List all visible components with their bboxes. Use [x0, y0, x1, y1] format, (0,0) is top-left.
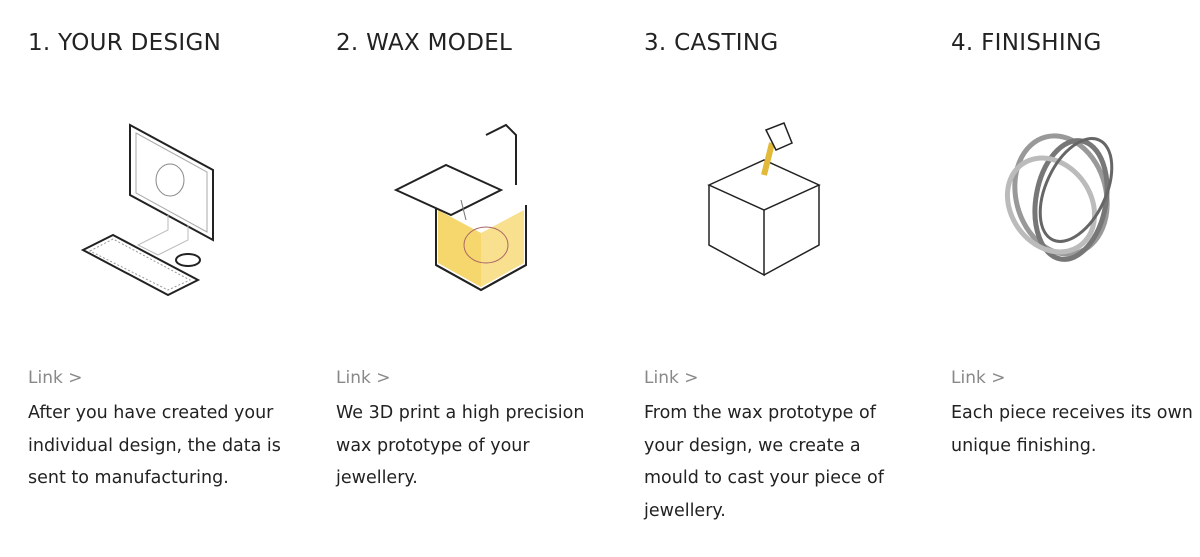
step-description: We 3D print a high precision wax prototy…: [336, 403, 585, 488]
3d-printer-icon: [393, 123, 527, 292]
step-description: After you have created your individual d…: [28, 403, 281, 488]
step-link[interactable]: Link >: [644, 368, 699, 388]
step-title: 2. WAX MODEL: [336, 30, 513, 56]
step-description: From the wax prototype of your design, w…: [644, 403, 884, 521]
step-description: Each piece receives its own unique finis…: [951, 403, 1193, 456]
step-title: 4. FINISHING: [951, 30, 1102, 56]
computer-icon: [80, 123, 214, 297]
step-link[interactable]: Link >: [951, 368, 1006, 388]
step-link[interactable]: Link >: [28, 368, 83, 388]
step-link[interactable]: Link >: [336, 368, 391, 388]
silver-ring-icon: [1004, 133, 1114, 262]
casting-cube-icon: [707, 122, 821, 277]
step-title: 1. YOUR DESIGN: [28, 30, 222, 56]
step-title: 3. CASTING: [644, 30, 779, 56]
